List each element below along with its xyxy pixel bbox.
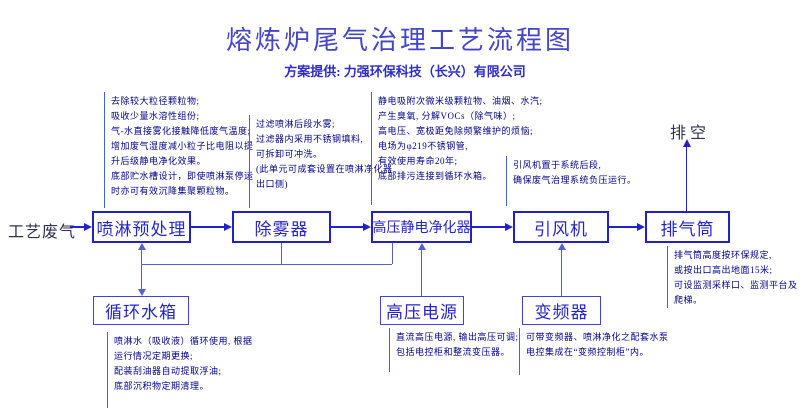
box-circulation-tank: 循环水箱	[93, 296, 189, 325]
note-hv-power: 直流高压电源, 输出高压可调; 包括电控柜和整流变压器。	[389, 328, 519, 372]
note-vfd: 可带变频器、喷淋净化之配套水泵 电控集成在“变频控制柜”内。	[519, 328, 669, 375]
input-gas-label: 工艺废气	[8, 224, 77, 241]
arrow-line-4	[609, 226, 639, 228]
arrow-head-power-to-esp	[418, 243, 426, 250]
box-spray-pretreatment: 喷淋预处理	[92, 211, 191, 243]
box-hv-power: 高压电源	[380, 296, 464, 325]
box-vfd: 变频器	[522, 296, 601, 325]
note-circulation-tank: 喷淋水（吸收液）循环使用, 根据 运行情况定期更换; 配装刮油器自动提取浮油; …	[107, 332, 253, 408]
box-demister: 除雾器	[232, 211, 331, 243]
arrow-line-vent	[686, 145, 687, 211]
vent-label: 排空	[670, 125, 711, 142]
arrow-line-1	[191, 226, 226, 228]
arrow-head-4	[637, 223, 645, 231]
arrow-head-vfd-to-fan	[558, 243, 566, 250]
arrow-head-tank-to-spray	[138, 243, 146, 250]
connector-vfd-fan	[561, 249, 562, 296]
arrow-line-inlet	[70, 226, 86, 228]
box-induced-fan: 引风机	[513, 211, 609, 243]
arrow-head-3	[505, 223, 513, 231]
connector-esp-drain	[392, 243, 393, 264]
box-exhaust-stack: 排气筒	[645, 211, 730, 243]
arrow-line-2	[331, 226, 365, 228]
page-subtitle: 方案提供: 力强环保科技（长兴）有限公司	[284, 64, 526, 79]
note-esp: 静电吸附次微米级颗粒物、油烟、水汽; 产生臭氧, 分解VOCs（除气味）; 高电…	[371, 92, 543, 205]
box-esp: 高压静电净化器	[371, 211, 472, 243]
note-exhaust-stack: 排气筒高度按环保规定, 或按出口高出地面15米; 可设监测采样口、监测平台及爬梯…	[667, 246, 800, 308]
arrow-head-1	[224, 223, 232, 231]
connector-demister-drain	[281, 243, 282, 264]
note-spray-pretreatment: 去除较大粒径颗粒物; 吸收少量水溶性组份; 气-水直接雾化接触降低废气温度; 增…	[104, 92, 254, 208]
note-demister: 过滤喷淋后段水雾; 过滤器内采用不锈钢填料, 可拆卸可冲洗。 (此单元可成套设置…	[249, 115, 393, 208]
connector-power-esp	[421, 249, 422, 296]
page-title: 熔炼炉尾气治理工艺流程图	[225, 26, 574, 55]
note-induced-fan: 引风机置于系统后段, 确保废气治理系统负压运行。	[506, 156, 637, 206]
arrow-head-inlet	[84, 223, 92, 231]
arrow-head-spray-to-tank	[138, 289, 146, 296]
connector-drain-horizontal	[141, 264, 392, 265]
arrow-head-2	[363, 223, 371, 231]
arrow-line-3	[472, 226, 507, 228]
arrow-head-vent	[683, 139, 691, 147]
connector-spray-tank	[141, 249, 142, 291]
